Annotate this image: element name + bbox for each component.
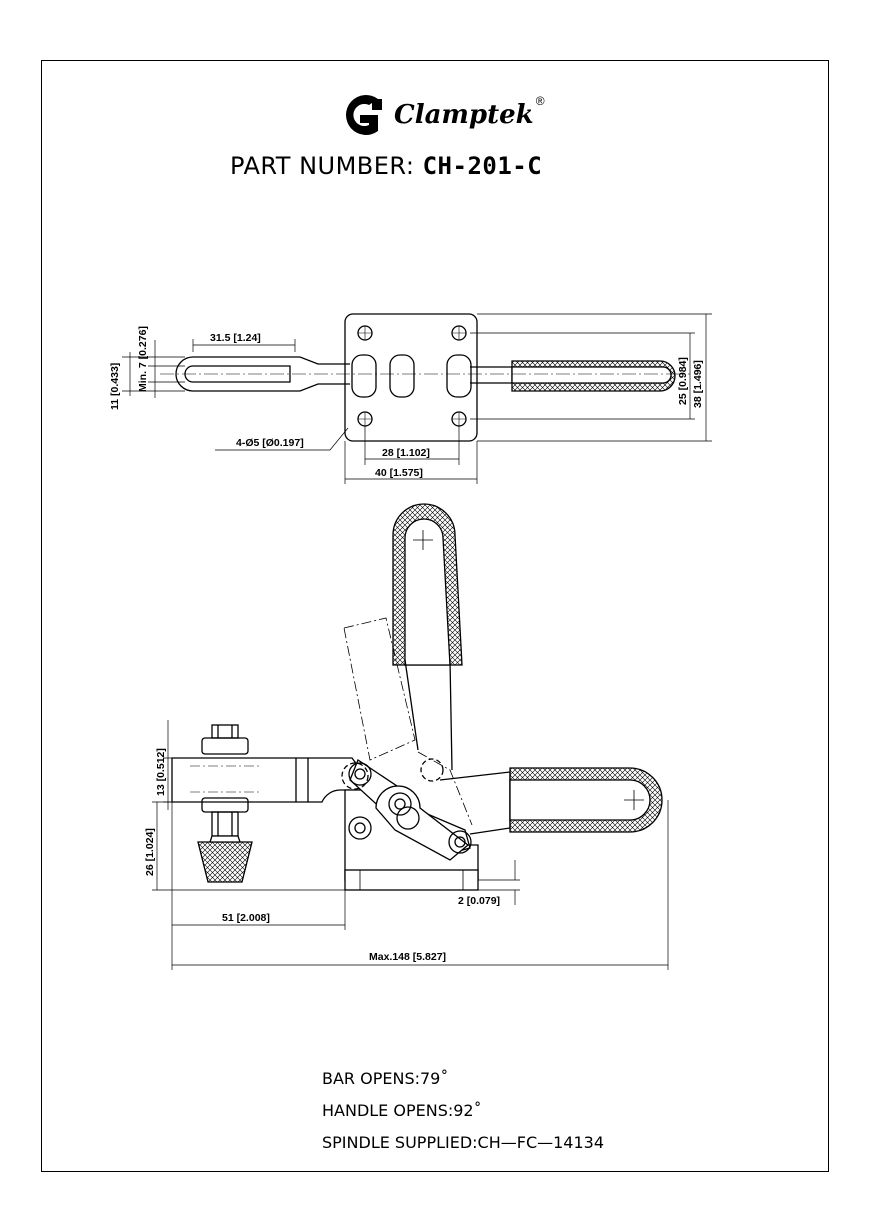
spindle-tip [197, 841, 253, 883]
spec-spindle: SPINDLE SUPPLIED:CH—FC—14134 [322, 1133, 605, 1152]
clamptek-logo-icon [346, 95, 382, 135]
top-view [160, 313, 690, 442]
mounting-holes [357, 325, 467, 427]
part-number-value: CH-201-C [422, 152, 543, 180]
registered-mark: ® [535, 94, 545, 108]
spec-bar-opens: BAR OPENS:79˚ [322, 1069, 449, 1088]
dim-base-width: 40 [1.575] [375, 467, 423, 479]
clamp-arm [175, 356, 350, 392]
top-view-dimensions [122, 313, 712, 484]
dim-overall-length: Max.148 [5.827] [369, 951, 446, 963]
spec-handle-opens: HANDLE OPENS:92˚ [322, 1101, 482, 1120]
dim-base-thickness: 2 [0.079] [458, 895, 500, 907]
spindle [190, 724, 260, 883]
dim-hole-spacing-x: 28 [1.102] [382, 447, 430, 459]
side-view [171, 503, 663, 891]
dim-hole-spacing-y: 25 [0.984] [677, 357, 689, 405]
dim-reach: 51 [2.008] [222, 912, 270, 924]
dim-base-depth: 38 [1.496] [692, 360, 704, 408]
drawing-frame [41, 60, 829, 1172]
part-number-label: PART NUMBER: [230, 152, 423, 180]
dim-holes: 4-Ø5 [Ø0.197] [236, 437, 304, 449]
brand-name: Clamptek [394, 100, 534, 130]
dim-spindle-height: 26 [1.024] [144, 828, 156, 876]
part-number-line: PART NUMBER: CH-201-C [230, 152, 542, 181]
dim-handle-min: Min. 7 [0.276] [137, 326, 149, 392]
spec-list: BAR OPENS:79˚ HANDLE OPENS:92˚ SPINDLE S… [322, 1063, 604, 1159]
brand-logo: Clamptek ® [338, 90, 545, 140]
dim-handle-length: 31.5 [1.24] [210, 332, 261, 344]
dim-handle-width: 11 [0.433] [109, 363, 121, 410]
side-view-dimensions [152, 720, 669, 970]
dim-bar-height: 13 [0.512] [155, 748, 167, 796]
base-plate [344, 313, 478, 442]
